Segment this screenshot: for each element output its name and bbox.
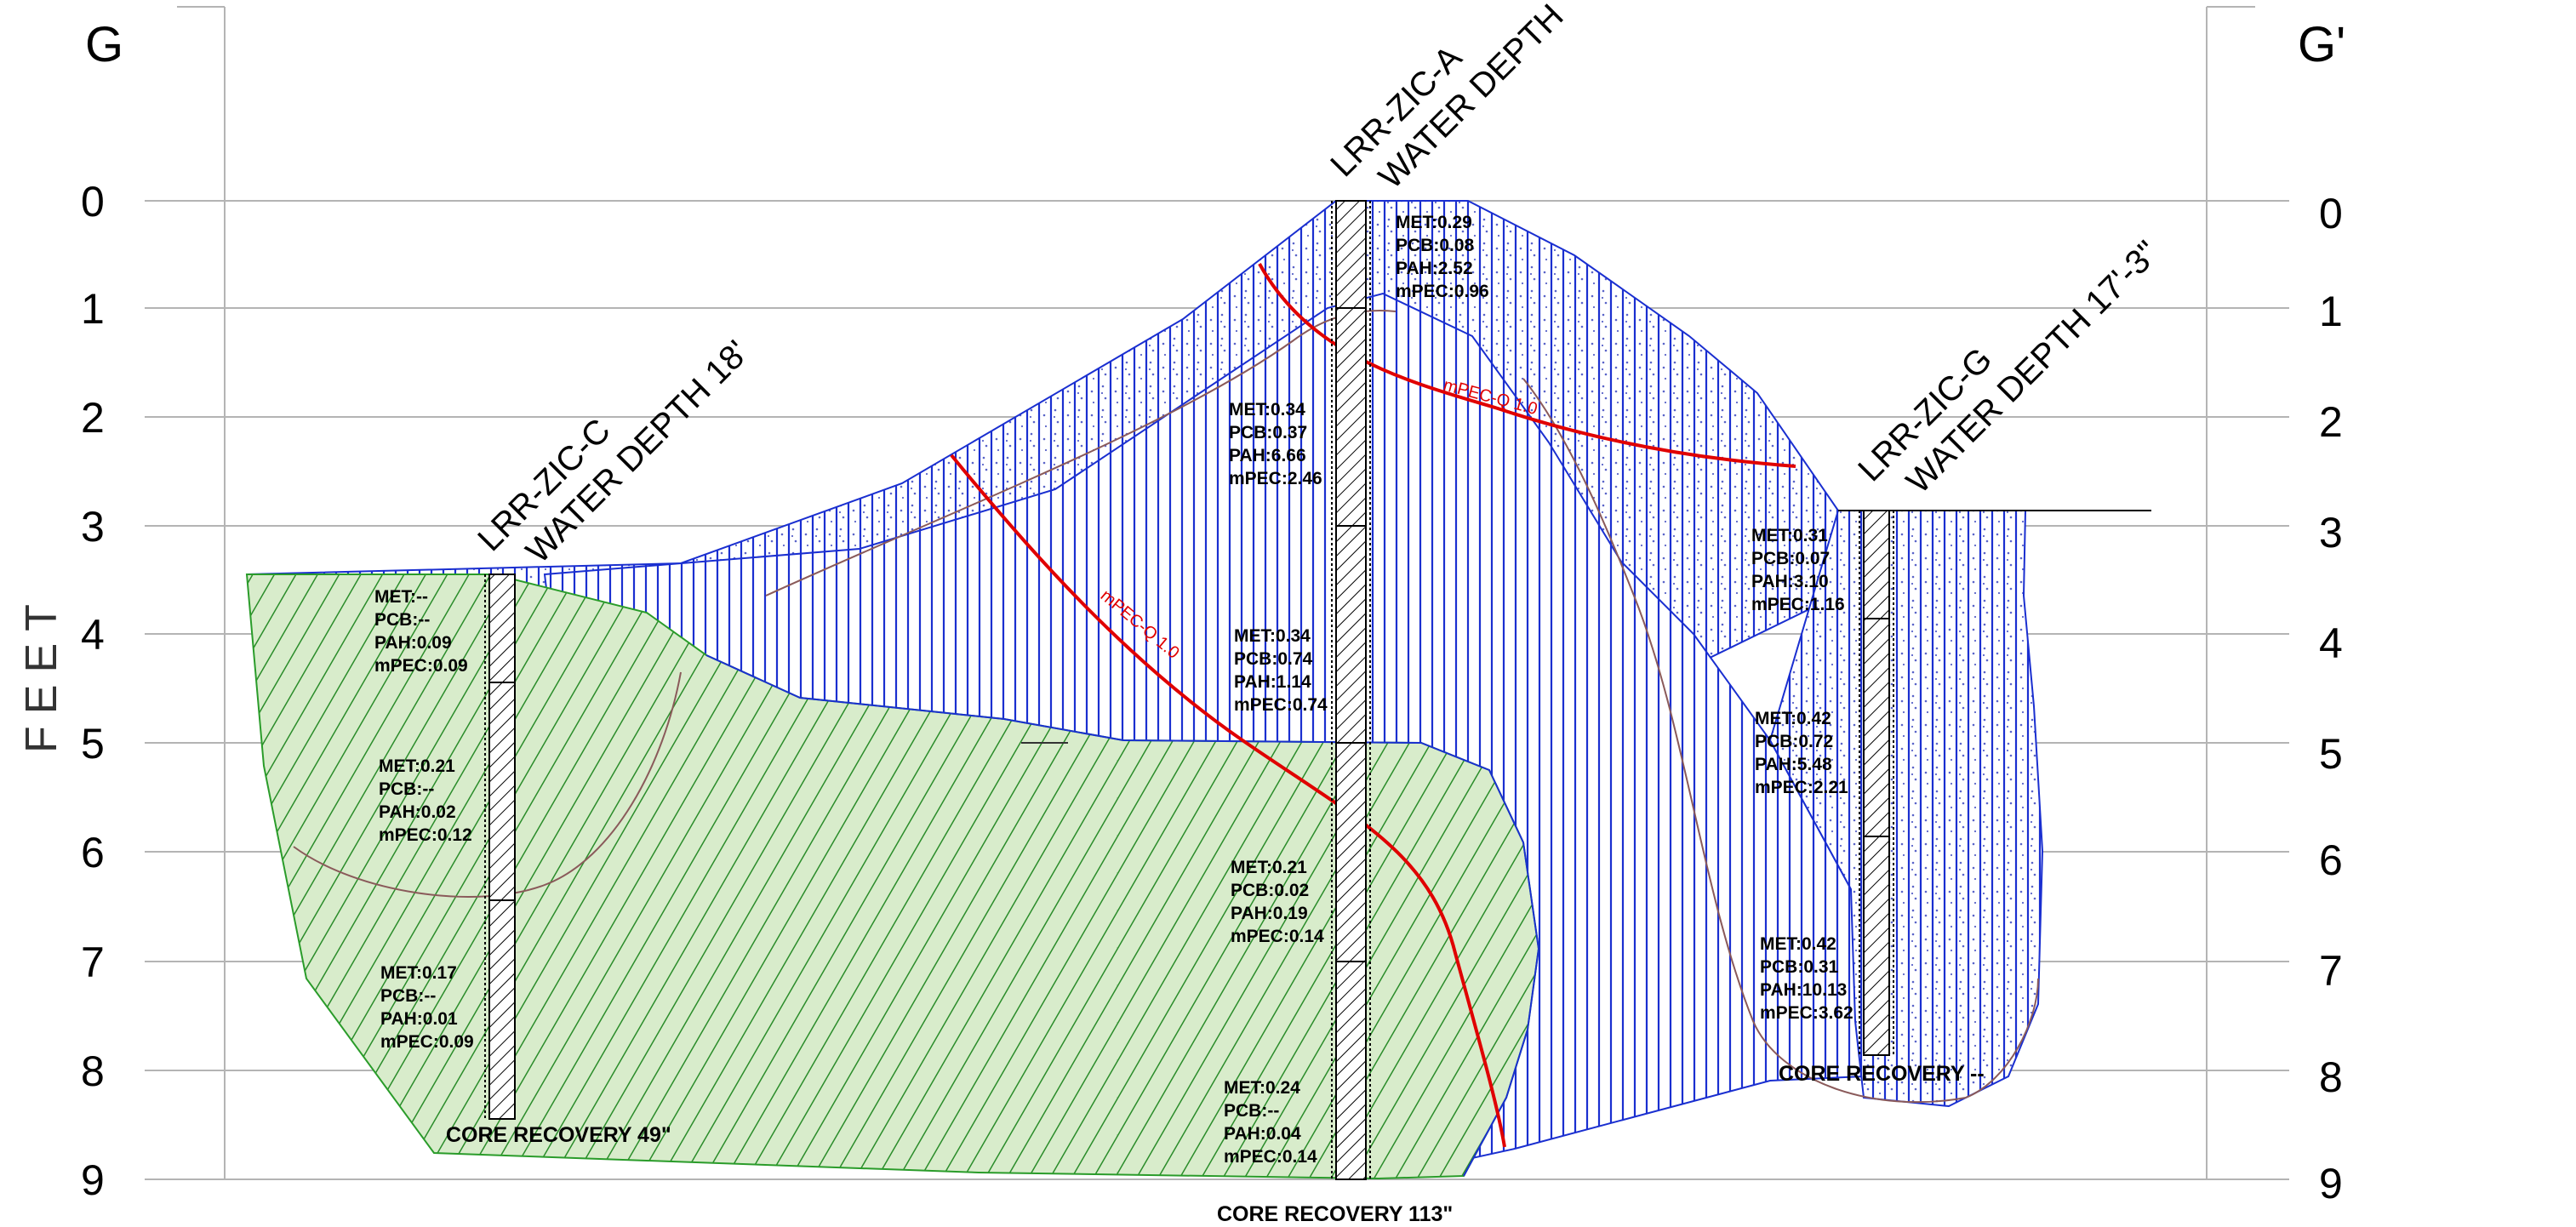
core-column-zic-g [1859,510,1894,1056]
depth-tick-left: 9 [81,1156,105,1204]
sample-met-value: MET:0.42 [1760,934,1836,954]
sample-pah-value: PAH:0.19 [1231,904,1308,923]
sample-mpec-value: mPEC:0.09 [374,656,468,676]
sample-met-value: MET:-- [374,587,428,607]
sample-met-value: MET:0.24 [1224,1078,1300,1098]
core-column-zic-a [1331,200,1371,1180]
depth-tick-right: 1 [2319,288,2343,335]
depth-tick-right: 2 [2319,398,2343,446]
core-title-zic-c: LRR-ZIC-C WATER DEPTH 18' [471,334,756,571]
sample-pah-value: PAH:5.48 [1755,755,1832,774]
sample-pcb-value: PCB:0.31 [1760,957,1839,977]
sample-pah-value: PAH:0.01 [380,1009,458,1029]
depth-axis-title: FEET [17,592,66,753]
sample-met-value: MET:0.21 [1231,858,1307,877]
sample-pcb-value: PCB:0.02 [1231,881,1309,900]
sample-mpec-value: mPEC:0.14 [1231,927,1324,946]
sample-met-value: MET:0.29 [1396,213,1472,232]
depth-tick-right: 3 [2319,509,2343,556]
sample-met-value: MET:0.31 [1751,526,1828,545]
brown-outline-left [293,671,682,898]
sample-mpec-value: mPEC:2.21 [1755,778,1848,797]
brown-outline-right [1522,378,2039,1104]
sample-met-value: MET:0.17 [380,963,457,983]
sample-mpec-value: mPEC:0.09 [380,1032,474,1052]
sample-annotations: MET:--PCB:--PAH:0.09mPEC:0.09MET:0.21PCB… [374,213,1853,1167]
depth-tick-right: 8 [2319,1053,2343,1101]
sample-pah-value: PAH:3.10 [1751,572,1829,591]
depth-tick-right: 5 [2319,730,2343,778]
core-recovery-zic-g: CORE RECOVERY -- [1779,1062,1985,1086]
core-column-zic-c [484,574,516,1120]
sample-pah-value: PAH:0.02 [379,802,456,822]
sample-pcb-value: PCB:-- [374,610,430,630]
core-recovery-zic-c: CORE RECOVERY 49" [446,1123,671,1147]
sample-pcb-value: PCB:-- [379,779,434,799]
sample-mpec-value: mPEC:0.14 [1224,1147,1317,1167]
sample-pcb-value: PCB:0.74 [1234,649,1313,669]
sample-pah-value: PAH:0.04 [1224,1124,1301,1144]
depth-tick-left: 7 [81,939,105,986]
depth-tick-right: 9 [2319,1160,2343,1207]
depth-tick-right: 7 [2319,947,2343,995]
depth-tick-left: 2 [81,394,105,442]
depth-axis-right: 0 1 2 3 4 5 6 7 8 9 [2319,190,2343,1207]
sample-met-value: MET:0.34 [1234,626,1311,646]
sample-mpec-value: mPEC:0.12 [379,825,472,845]
depth-tick-left: 6 [81,829,105,876]
sample-pah-value: PAH:6.66 [1229,446,1306,465]
sample-met-value: MET:0.42 [1755,709,1831,728]
depth-tick-right: 4 [2319,619,2343,667]
sample-pcb-value: PCB:0.72 [1755,732,1833,751]
sample-mpec-value: mPEC:2.46 [1229,469,1322,488]
sample-met-value: MET:0.34 [1229,400,1305,419]
sample-met-value: MET:0.21 [379,756,455,776]
sample-pcb-value: PCB:0.07 [1751,549,1830,568]
section-end-label: G' [2298,17,2345,72]
sample-pcb-value: PCB:0.37 [1229,423,1307,442]
mpec-contour-upper [1258,263,1796,468]
depth-tick-left: 0 [81,178,105,225]
sample-pcb-value: PCB:-- [1224,1101,1279,1121]
sample-mpec-value: mPEC:0.74 [1234,695,1328,715]
core-water-depth-zic-g: WATER DEPTH 17'-3" [1899,234,2167,501]
depth-tick-left: 1 [81,285,105,333]
section-start-label: G [85,17,123,72]
depth-tick-right: 0 [2319,190,2343,237]
core-title-zic-a: LRR-ZIC-A WATER DEPTH [1323,0,1570,197]
sample-pah-value: PAH:2.52 [1396,259,1473,278]
depth-tick-left: 5 [81,720,105,768]
core-recovery-zic-a: CORE RECOVERY 113" [1217,1202,1453,1226]
core-title-zic-g: LRR-ZIC-G WATER DEPTH 17'-3" [1851,234,2167,501]
sample-mpec-value: mPEC:3.62 [1760,1003,1853,1023]
sample-pah-value: PAH:10.13 [1760,980,1847,1000]
sample-pcb-value: PCB:-- [380,986,436,1006]
sample-mpec-value: mPEC:0.96 [1396,282,1489,301]
depth-tick-left: 3 [81,503,105,551]
unit-boundary [705,654,1540,1177]
depth-tick-right: 6 [2319,836,2343,884]
sample-pah-value: PAH:1.14 [1234,672,1311,692]
sample-mpec-value: mPEC:1.16 [1751,595,1845,614]
right-soil-unit [1768,510,2044,1108]
depth-axis-left: 0 1 2 3 4 5 6 7 8 9 [81,178,105,1204]
sample-pah-value: PAH:0.09 [374,633,452,653]
depth-tick-left: 4 [81,611,105,659]
depth-tick-left: 8 [81,1047,105,1095]
sample-pcb-value: PCB:0.08 [1396,236,1475,255]
